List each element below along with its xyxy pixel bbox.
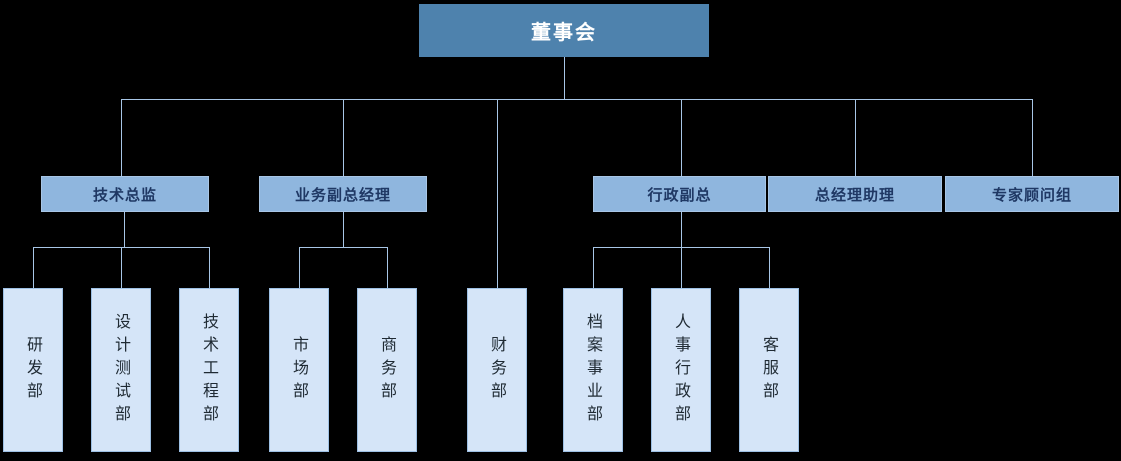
node-tech-director[interactable]: 技术总监	[41, 176, 209, 212]
connector-to-expert-group	[1032, 99, 1033, 176]
node-board-of-directors[interactable]: 董事会	[419, 4, 709, 57]
node-label: 研发部	[24, 335, 43, 405]
connector-tech-director-drop	[124, 212, 125, 247]
node-label: 业务副总经理	[294, 185, 391, 204]
node-gm-assistant[interactable]: 总经理助理	[768, 176, 942, 212]
node-label: 财务部	[488, 335, 507, 405]
connector-to-admin-vp	[681, 99, 682, 176]
connector-top-bus	[121, 99, 1033, 100]
connector-to-marketing-dept	[299, 247, 300, 288]
node-label: 总经理助理	[814, 185, 895, 204]
connector-to-tech-director	[121, 99, 122, 176]
node-business-vp[interactable]: 业务副总经理	[259, 176, 427, 212]
node-rd-dept[interactable]: 研发部	[3, 288, 63, 452]
node-hr-admin-dept[interactable]: 人事行政部	[651, 288, 711, 452]
node-archive-division[interactable]: 档案事业部	[563, 288, 623, 452]
node-label: 技术总监	[92, 185, 157, 204]
connector-root-drop	[564, 57, 565, 99]
node-tech-engineering-dept[interactable]: 技术工程部	[179, 288, 239, 452]
connector-admin-vp-drop	[681, 212, 682, 247]
connector-to-archive-division	[593, 247, 594, 288]
connector-to-commerce-dept	[387, 247, 388, 288]
node-finance-dept[interactable]: 财务部	[467, 288, 527, 452]
connector-to-gm-assistant	[855, 99, 856, 176]
connector-to-finance-dept	[497, 99, 498, 288]
node-expert-group[interactable]: 专家顾问组	[945, 176, 1119, 212]
connector-to-customer-service-dept	[769, 247, 770, 288]
connector-to-hr-admin-dept	[681, 247, 682, 288]
connector-to-rd-dept	[33, 247, 34, 288]
node-label: 设计测试部	[112, 312, 131, 428]
node-marketing-dept[interactable]: 市场部	[269, 288, 329, 452]
node-label: 技术工程部	[200, 312, 219, 428]
connector-business-vp-bus	[299, 247, 388, 248]
node-label: 人事行政部	[672, 312, 691, 428]
connector-business-vp-drop	[343, 212, 344, 247]
node-label: 客服部	[760, 335, 779, 405]
node-label: 董事会	[531, 20, 597, 44]
connector-to-tech-engineering-dept	[209, 247, 210, 288]
connector-to-business-vp	[343, 99, 344, 176]
node-design-test-dept[interactable]: 设计测试部	[91, 288, 151, 452]
node-label: 专家顾问组	[991, 185, 1072, 204]
node-label: 商务部	[378, 335, 397, 405]
node-label: 档案事业部	[584, 312, 603, 428]
node-label: 行政副总	[647, 185, 712, 204]
connector-to-design-test-dept	[121, 247, 122, 288]
node-label: 市场部	[290, 335, 309, 405]
node-commerce-dept[interactable]: 商务部	[357, 288, 417, 452]
node-customer-service-dept[interactable]: 客服部	[739, 288, 799, 452]
node-admin-vp[interactable]: 行政副总	[593, 176, 766, 212]
